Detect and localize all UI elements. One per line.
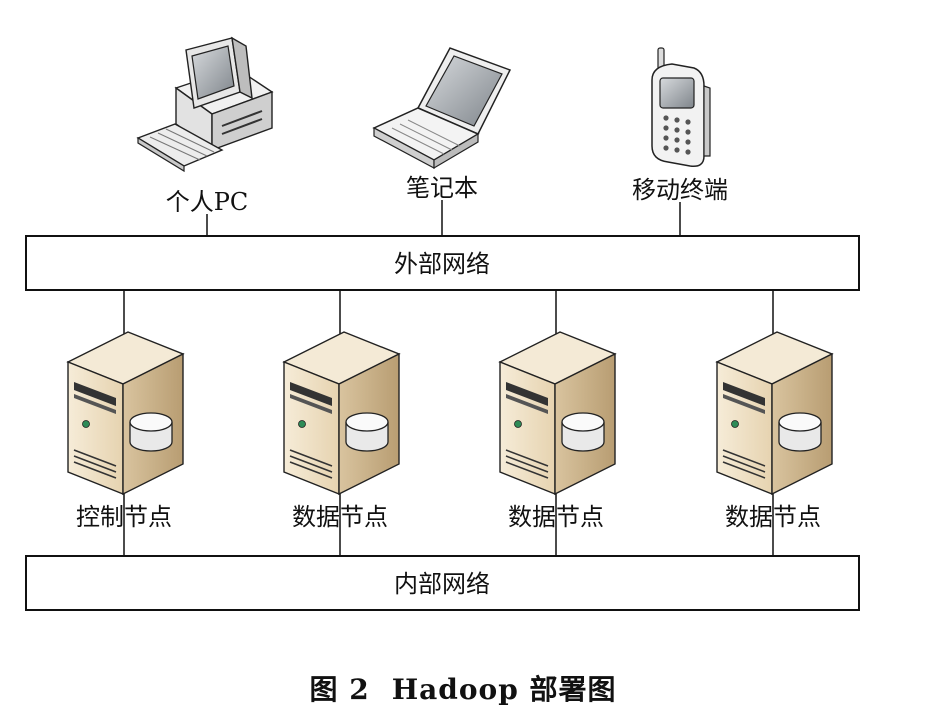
external-network-box: 外部网络 xyxy=(25,235,860,291)
desktop-pc-icon xyxy=(136,36,274,173)
node-label-data-3: 数据节点 xyxy=(725,503,821,531)
server-icon xyxy=(716,331,833,495)
node-label-data-2: 数据节点 xyxy=(508,503,604,531)
client-label-laptop: 笔记本 xyxy=(406,174,478,202)
external-network-label: 外部网络 xyxy=(394,250,490,278)
server-icon xyxy=(499,331,616,495)
server-icon xyxy=(67,331,184,495)
client-label-pc: 个人PC xyxy=(166,188,249,216)
node-label-control: 控制节点 xyxy=(76,503,172,531)
server-icon xyxy=(283,331,400,495)
figure-caption: 图 2 Hadoop 部署图 xyxy=(0,668,926,708)
internal-network-box: 内部网络 xyxy=(25,555,860,611)
node-label-data-1: 数据节点 xyxy=(292,503,388,531)
mobile-phone-icon xyxy=(651,47,711,168)
client-label-mobile: 移动终端 xyxy=(632,176,728,204)
internal-network-label: 内部网络 xyxy=(394,570,490,598)
laptop-icon xyxy=(372,47,512,170)
figure-number: 图 2 xyxy=(309,673,370,706)
figure-title: Hadoop 部署图 xyxy=(391,673,617,706)
